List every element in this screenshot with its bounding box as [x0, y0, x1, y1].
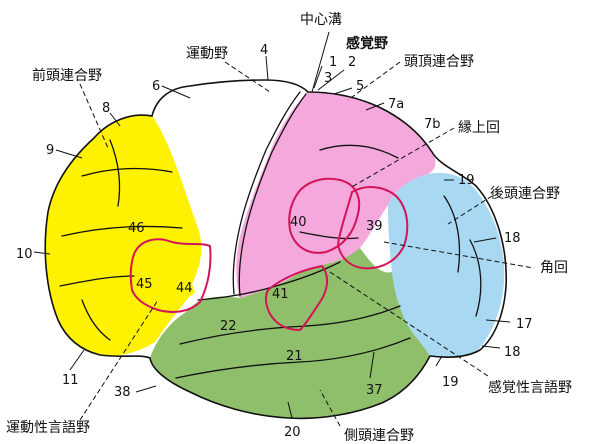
leader-area-4 — [266, 56, 268, 80]
label-temporal-association: 側頭連合野 — [344, 428, 414, 444]
area-19-bottom-label: 19 — [442, 375, 459, 390]
area-17-label: 17 — [516, 317, 533, 332]
area-39-label: 39 — [366, 219, 383, 234]
area-11-label: 11 — [62, 373, 79, 388]
area-44-label: 44 — [176, 281, 193, 296]
label-motor-area: 運動野 — [186, 46, 228, 62]
area-8-label: 8 — [102, 101, 110, 116]
area-20-label: 20 — [284, 425, 301, 440]
label-central-sulcus: 中心溝 — [300, 12, 342, 28]
label-occipital-association: 後頭連合野 — [490, 186, 560, 202]
area-5-label: 5 — [356, 79, 364, 94]
area-1-label: 1 — [329, 55, 337, 70]
label-supramarginal: 縁上回 — [458, 120, 500, 136]
label-angular-gyrus: 角回 — [540, 260, 568, 276]
label-prefrontal-association: 前頭連合野 — [32, 67, 102, 84]
label-sensory-area: 感覚野 — [346, 35, 388, 52]
leader-area-38 — [136, 386, 156, 392]
area-6-label: 6 — [152, 79, 160, 94]
area-46-label: 46 — [128, 221, 145, 236]
area-19-top-label: 19 — [458, 173, 475, 188]
area-3-label: 3 — [324, 71, 332, 86]
label-motor-speech: 運動性言語野 — [6, 420, 90, 436]
area-4-label: 4 — [260, 43, 268, 58]
area-7b-label: 7b — [424, 117, 441, 132]
area-7a-label: 7a — [388, 97, 404, 112]
leader-area-5 — [334, 88, 352, 94]
leader-area-18-bottom — [482, 346, 500, 348]
area-41-label: 41 — [272, 287, 289, 302]
leader-area-11 — [70, 350, 84, 370]
label-parietal-association: 頭頂連合野 — [404, 54, 474, 70]
area-38-label: 38 — [114, 385, 131, 400]
area-40-label: 40 — [290, 215, 307, 230]
area-18-bottom-label: 18 — [504, 345, 521, 360]
label-sensory-speech: 感覚性言語野 — [488, 379, 572, 396]
area-37-label: 37 — [366, 383, 383, 398]
area-9-label: 9 — [46, 143, 54, 158]
area-10-label: 10 — [16, 247, 33, 262]
area-45-label: 45 — [136, 277, 153, 292]
area-21-label: 21 — [286, 349, 303, 364]
area-22-label: 22 — [220, 319, 237, 334]
area-2-label: 2 — [348, 55, 356, 70]
area-18-top-label: 18 — [504, 231, 521, 246]
